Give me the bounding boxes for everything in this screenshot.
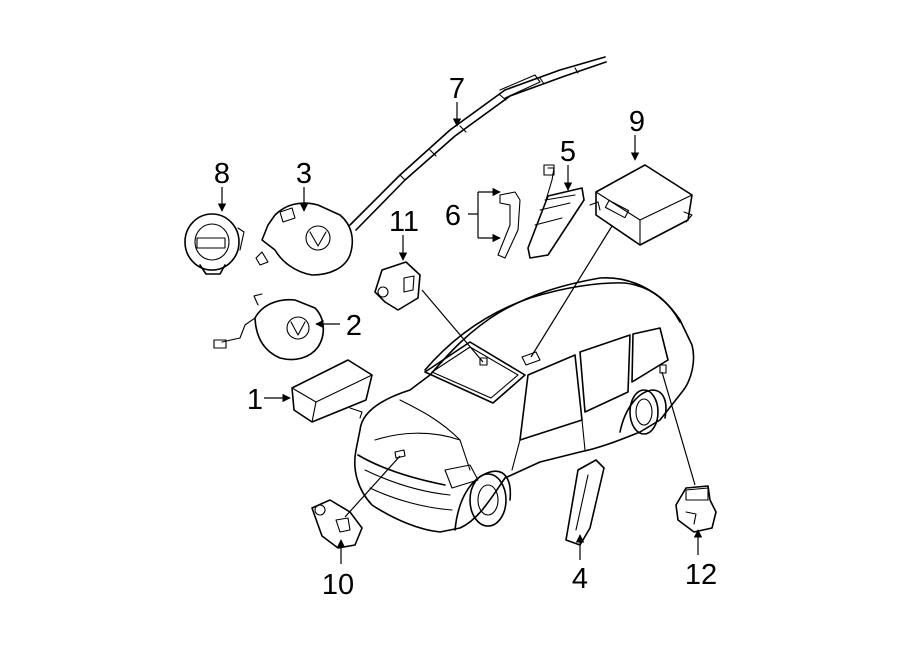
part-11-impact-sensor [374, 261, 421, 311]
part-6-bracket [497, 191, 521, 259]
callout-10: 10 [322, 569, 354, 601]
part-5-side-airbag [527, 164, 585, 259]
vehicle-sedan [354, 277, 695, 533]
part-12-rear-sensor [675, 485, 717, 533]
callout-12: 12 [685, 559, 717, 591]
callout-3: 3 [296, 158, 312, 190]
callout-arrows [217, 102, 703, 564]
callout-8: 8 [214, 158, 230, 190]
part-1-passenger-airbag [291, 359, 373, 423]
callout-9: 9 [629, 106, 645, 138]
part-9-control-module [589, 164, 693, 246]
callout-5: 5 [560, 136, 576, 168]
callout-6: 6 [445, 200, 461, 232]
part-4-seat-airbag [565, 459, 605, 546]
callout-4: 4 [572, 563, 588, 595]
callout-1: 1 [247, 384, 263, 416]
callout-2: 2 [346, 310, 362, 342]
leader-lines [344, 225, 696, 518]
callout-11: 11 [389, 206, 419, 238]
part-8-clock-spring [184, 213, 245, 275]
callout-numbers: 8 3 7 5 9 11 6 2 1 10 4 12 [214, 73, 717, 601]
callout-7: 7 [449, 73, 465, 105]
part-7-curtain-airbag [349, 56, 607, 231]
part-3-steering-airbag [255, 202, 354, 276]
part-2-driver-airbag [213, 293, 325, 361]
